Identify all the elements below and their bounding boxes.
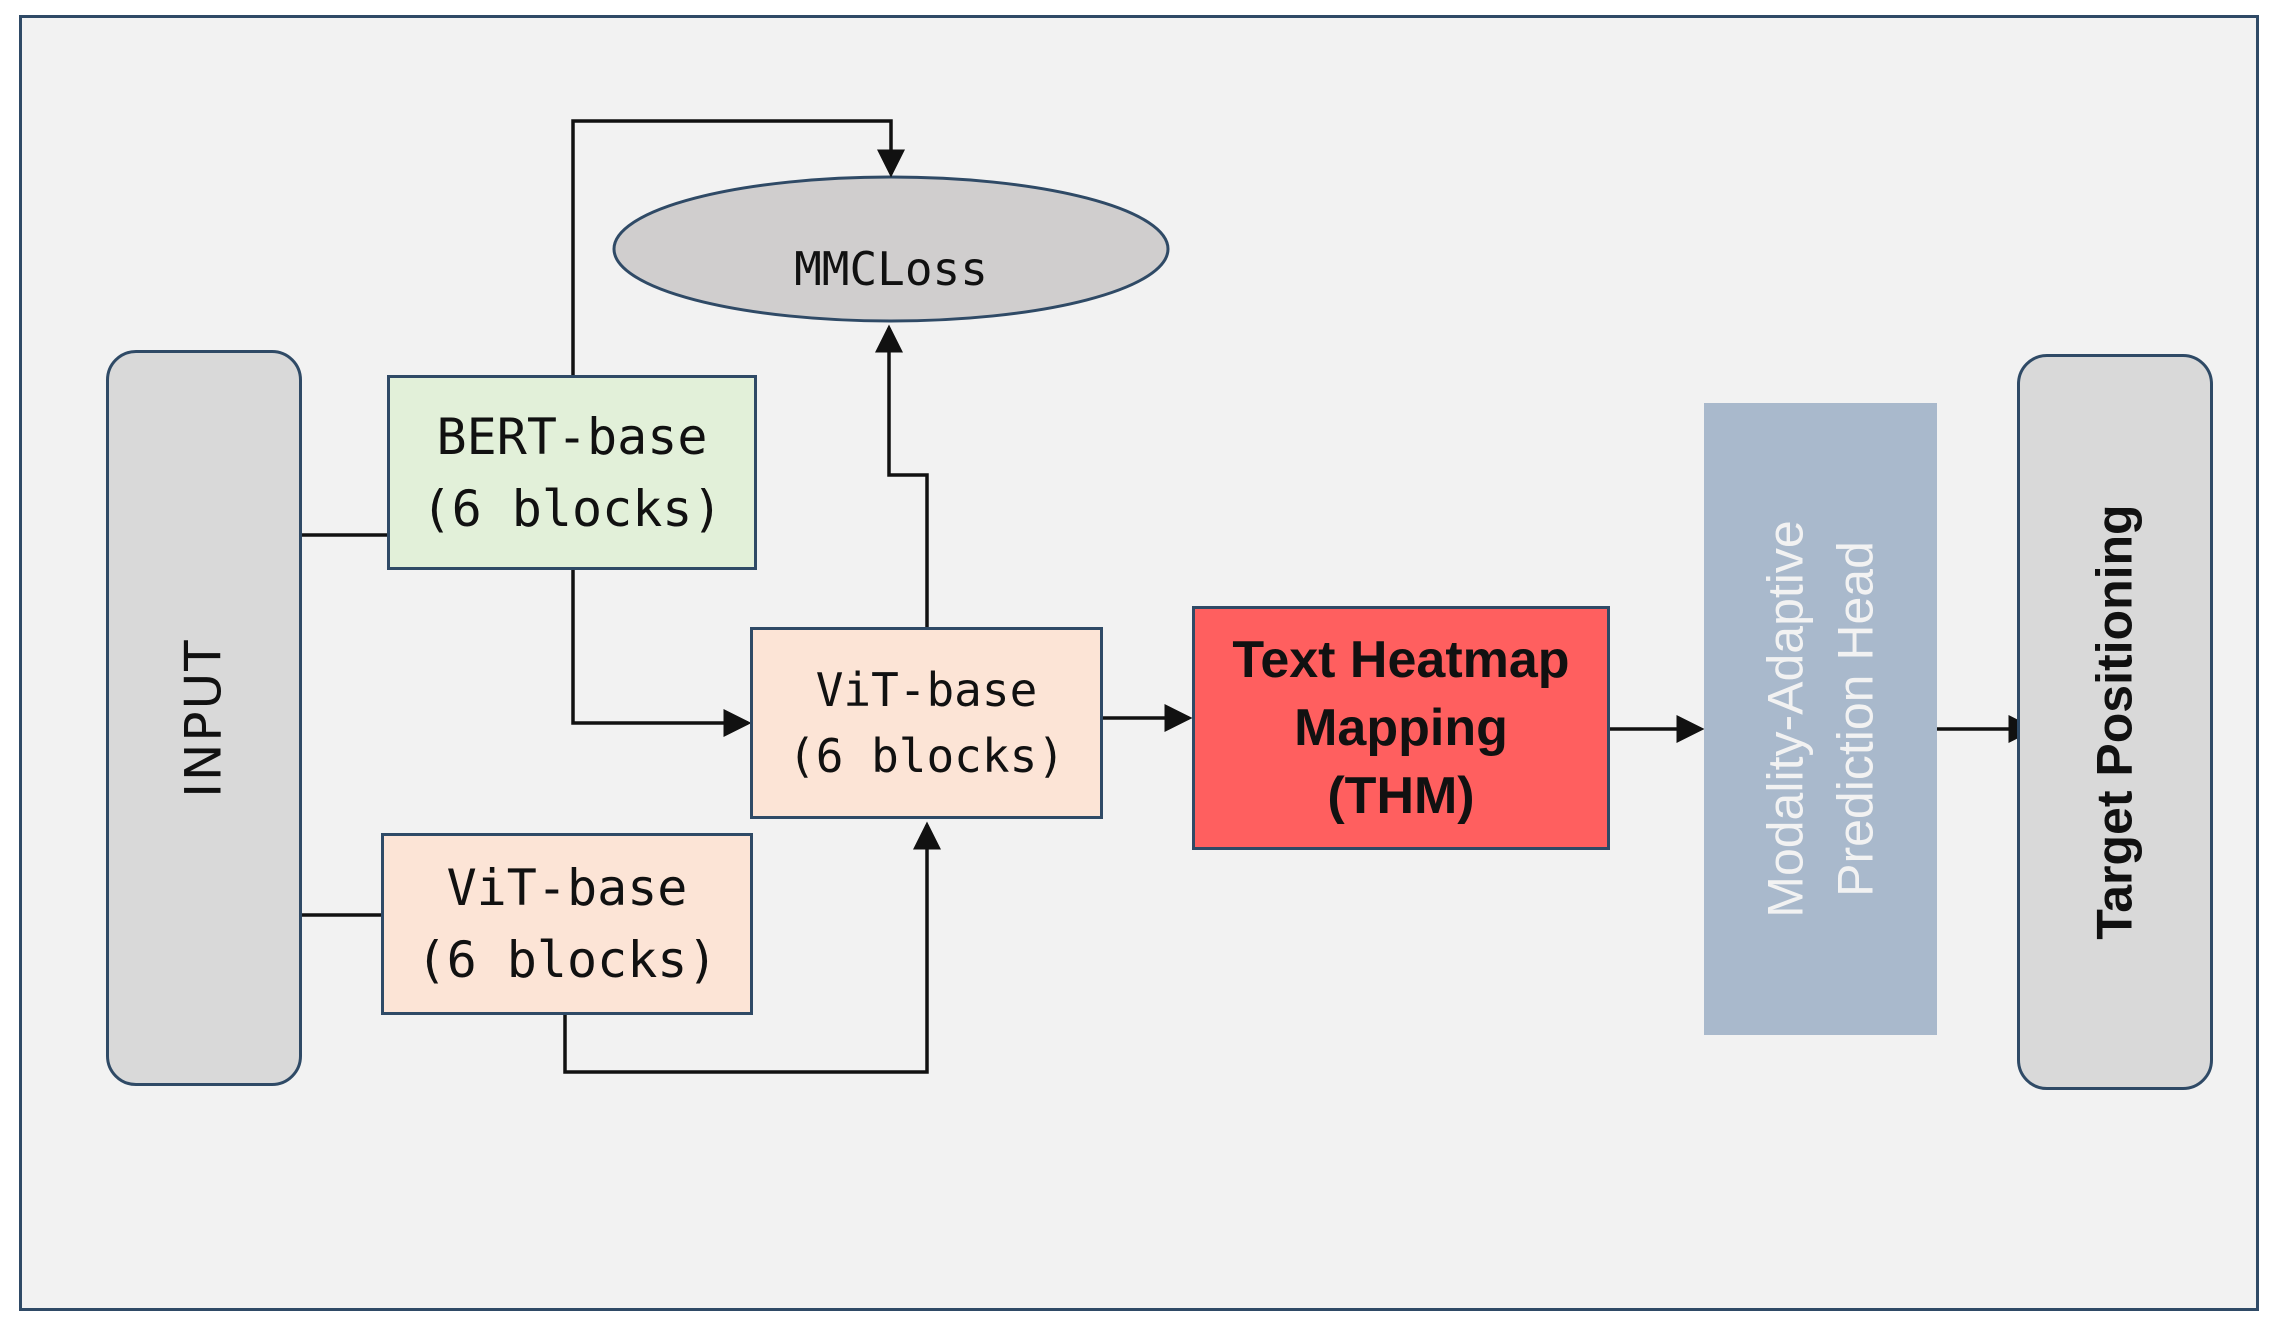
edge-bert-vit-middle	[571, 570, 752, 737]
edge-vit-middle-mmcloss	[875, 324, 929, 627]
head-label-line1: Modality-Adaptive	[1757, 520, 1814, 918]
vit-bottom-label-line1: ViT-base	[446, 859, 688, 917]
input-label: INPUT	[174, 638, 233, 798]
thm-node: Text Heatmap Mapping (THM)	[1192, 606, 1610, 850]
target-positioning-node: Target Positioning	[2017, 354, 2213, 1090]
thm-label-line2: Mapping	[1294, 699, 1508, 757]
prediction-head-node: Modality-Adaptive Prediction Head	[1704, 403, 1937, 1035]
target-label: Target Positioning	[2087, 504, 2143, 940]
input-node: INPUT	[106, 350, 302, 1086]
bert-label-line2: (6 blocks)	[421, 479, 723, 538]
edge-vit-bottom-vit-middle	[563, 821, 941, 1074]
thm-label-line1: Text Heatmap	[1232, 631, 1570, 689]
thm-label-line3: (THM)	[1327, 767, 1475, 825]
vit-middle-label-line2: (6 blocks)	[788, 729, 1065, 783]
vit-bottom-label-line2: (6 blocks)	[416, 931, 718, 989]
head-label-line2: Prediction Head	[1827, 541, 1884, 897]
bert-base-node: BERT-base (6 blocks)	[387, 375, 757, 570]
vit-base-bottom-node: ViT-base (6 blocks)	[381, 833, 753, 1015]
bert-label-line1: BERT-base	[436, 407, 708, 466]
mmcloss-label: MMCLoss	[794, 242, 988, 296]
vit-base-middle-node: ViT-base (6 blocks)	[750, 627, 1103, 819]
vit-middle-label-line1: ViT-base	[815, 663, 1038, 717]
edge-bert-mmcloss	[571, 119, 905, 375]
